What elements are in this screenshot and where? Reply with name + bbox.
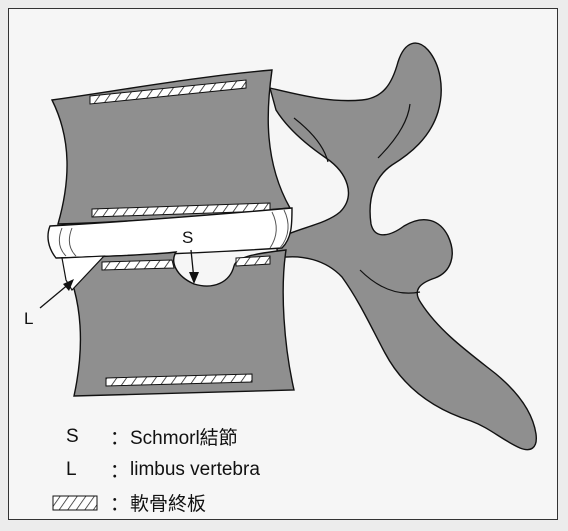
schmorl-label: S bbox=[182, 228, 193, 247]
legend-swatch-container bbox=[52, 495, 110, 511]
legend-separator: ： bbox=[110, 489, 130, 516]
legend-separator: ： bbox=[110, 423, 130, 450]
legend: S ： Schmorl結節 L ： limbus vertebra ： 軟骨終板 bbox=[52, 420, 260, 519]
lower-superior-endplate-posterior bbox=[236, 256, 270, 266]
legend-item-endplate: ： 軟骨終板 bbox=[52, 486, 260, 519]
limbus-label: L bbox=[24, 309, 33, 328]
lower-superior-endplate bbox=[102, 260, 174, 270]
lower-vertebral-body bbox=[62, 250, 294, 396]
legend-item-limbus: L ： limbus vertebra bbox=[52, 453, 260, 486]
legend-text: limbus vertebra bbox=[130, 459, 260, 481]
legend-key: S bbox=[52, 426, 110, 448]
hatch-swatch-icon bbox=[52, 495, 98, 511]
legend-separator: ： bbox=[110, 456, 130, 483]
legend-item-schmorl: S ： Schmorl結節 bbox=[52, 420, 260, 453]
legend-key: L bbox=[52, 459, 110, 481]
posterior-elements bbox=[270, 43, 536, 449]
legend-text: 軟骨終板 bbox=[130, 489, 206, 516]
legend-text: Schmorl結節 bbox=[130, 423, 238, 450]
